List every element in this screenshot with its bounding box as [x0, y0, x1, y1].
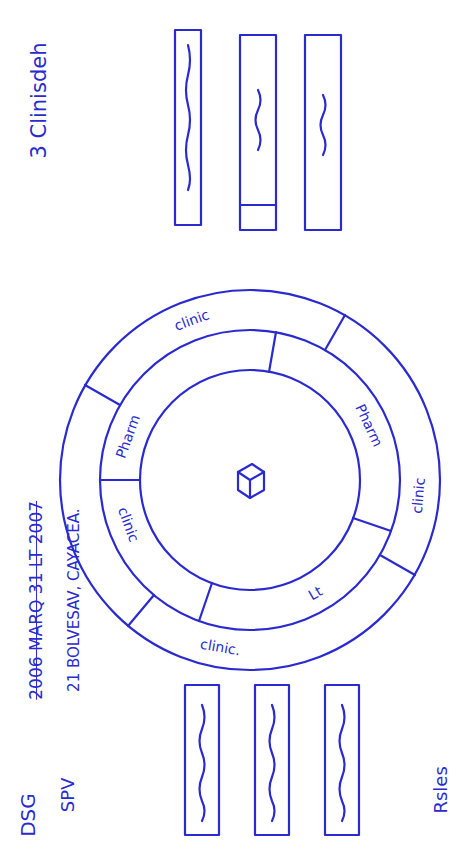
ring-divider: [325, 315, 345, 350]
ring-label: Lt: [306, 583, 325, 603]
rect-group-bottom: [185, 685, 359, 835]
crossed-note: 2006 MARQ 31 LT 2007: [27, 500, 46, 699]
group-label: Rsles: [430, 766, 450, 813]
outer-ring: [60, 290, 440, 670]
ring-divider: [128, 595, 154, 626]
section-note: 3 Clinisdeh: [28, 42, 51, 158]
ring-label: Pharm: [352, 402, 385, 449]
header-code: DSG: [17, 793, 39, 837]
middle-ring: [100, 330, 400, 630]
ring-divider: [353, 518, 391, 531]
inner-ring: [140, 370, 360, 590]
center-cube: [238, 464, 264, 498]
ring-label: clinic.: [199, 636, 241, 658]
address-note: 21 BOLVESAV, CAYACEA.: [66, 508, 83, 691]
ring-divider: [85, 385, 120, 405]
ring-divider: [199, 583, 212, 621]
ring-label: clinic: [172, 307, 211, 334]
ring-divider: [380, 555, 415, 575]
ring-label: clinic: [115, 505, 142, 544]
ring-label: Pharm: [113, 412, 143, 460]
rect-group-top: [175, 30, 341, 230]
ring-label: clinic: [410, 477, 428, 514]
header-code: SPV: [58, 778, 78, 813]
ring-divider: [100, 479, 140, 481]
ring-divider: [269, 332, 276, 372]
